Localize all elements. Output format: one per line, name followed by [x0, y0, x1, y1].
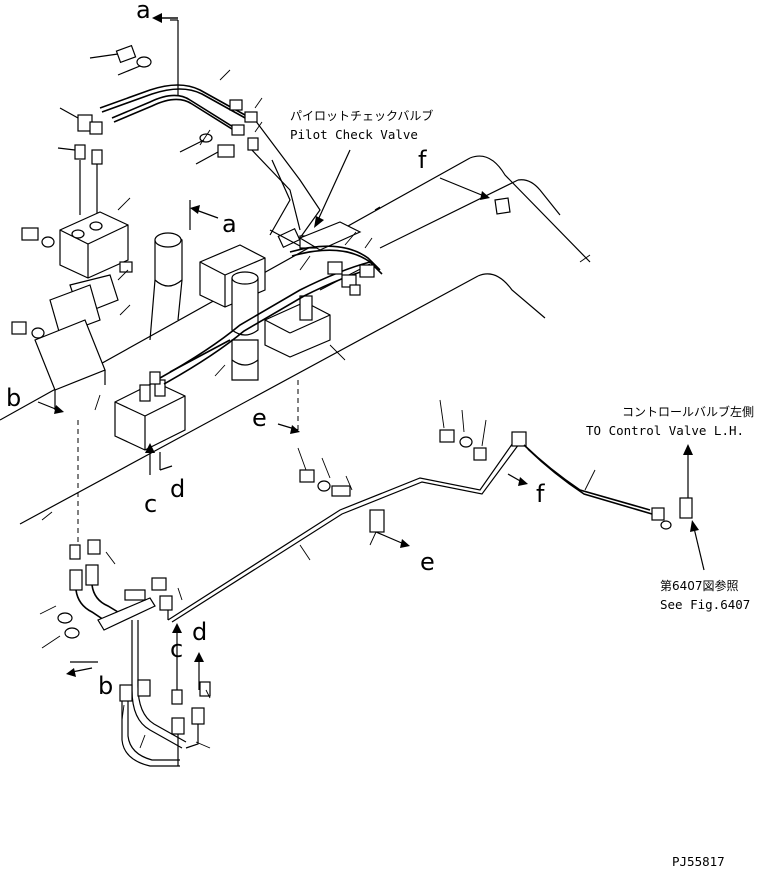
- connection-reference-letters: a a b b c d c d e e f f: [6, 0, 545, 700]
- ref-a-top: a: [136, 0, 151, 24]
- see-figure-jp: 第6407図参照: [660, 578, 739, 593]
- ref-e-mid: e: [252, 404, 267, 432]
- pilot-check-valve-jp: パイロットチェックバルブ: [290, 108, 433, 123]
- bottom-u-tubes: [119, 620, 211, 767]
- see-figure-en: See Fig.6407: [660, 597, 750, 612]
- ref-b-left: b: [6, 384, 21, 412]
- drawing-number: PJ55817: [672, 854, 725, 869]
- control-valve-en: TO Control Valve L.H.: [586, 423, 744, 438]
- ref-c-mid: c: [144, 490, 157, 518]
- middle-right-parts: [299, 197, 511, 533]
- upper-hoses: [99, 17, 321, 239]
- ref-d-bottom: d: [192, 618, 207, 646]
- lower-valve-block: [114, 261, 375, 451]
- ref-a-mid: a: [222, 210, 237, 238]
- arrows: [37, 13, 705, 690]
- upper-left-fittings: [57, 44, 259, 215]
- ref-f-top: f: [418, 146, 427, 174]
- pilot-check-valve-en: Pilot Check Valve: [290, 127, 418, 142]
- annotations: パイロットチェックバルブ Pilot Check Valve コントロールバルブ…: [290, 108, 754, 869]
- ref-f-mid: f: [536, 480, 545, 508]
- dashed-leaders: [77, 380, 299, 545]
- ref-e-bottom: e: [420, 548, 435, 576]
- left-valve-block: [11, 211, 133, 410]
- ref-b-bottom: b: [98, 672, 113, 700]
- control-valve-jp: コントロールバルブ左側: [622, 404, 754, 419]
- lower-left-assembly: [57, 431, 693, 639]
- center-components: [149, 232, 331, 381]
- ref-c-bottom: c: [170, 635, 183, 663]
- pilot-check-valve-assembly: [269, 221, 383, 296]
- ref-d-mid: d: [170, 475, 185, 503]
- leader-lines: [39, 69, 596, 749]
